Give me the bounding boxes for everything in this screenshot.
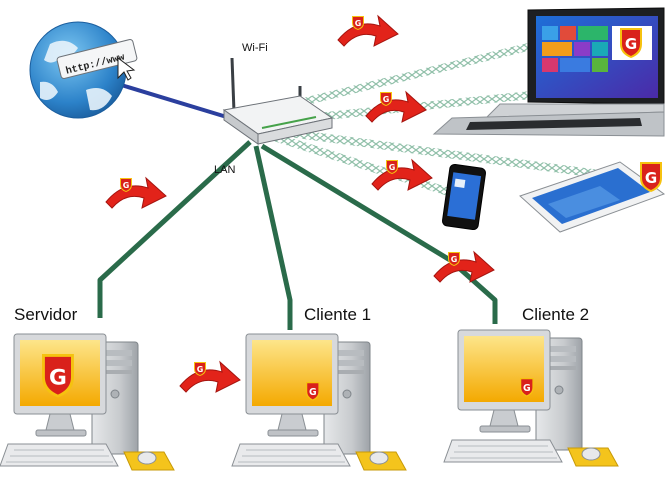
lan-cable-cliente-1 xyxy=(253,145,293,330)
globe-icon: http://www xyxy=(29,21,138,119)
desktop-computer-icon xyxy=(443,329,619,467)
arrow-icon xyxy=(179,361,241,393)
lan-cable-servidor xyxy=(97,140,252,318)
smartphone-icon xyxy=(442,163,486,231)
wifi-signal-phone xyxy=(264,130,450,196)
laptop-icon xyxy=(432,7,665,137)
cliente-2-label: Cliente 2 xyxy=(522,305,590,324)
arrow-icon xyxy=(365,91,427,123)
lan-cables xyxy=(97,140,498,330)
router-icon xyxy=(222,57,334,145)
wifi-signal-laptop-upper xyxy=(262,40,540,116)
desktop-computer-icon xyxy=(0,333,175,471)
wifi-label: Wi-Fi xyxy=(242,42,268,54)
arrow-icon xyxy=(105,177,167,209)
desktop-computer-servidor xyxy=(0,333,175,471)
desktop-computer-icon xyxy=(231,333,407,471)
wan-cable xyxy=(117,82,231,120)
servidor-label: Servidor xyxy=(14,305,78,324)
desktop-computer-cliente-1 xyxy=(231,333,407,471)
cliente-1-label: Cliente 1 xyxy=(304,305,372,324)
tablet-icon xyxy=(519,161,666,233)
lan-label: LAN xyxy=(214,164,236,176)
desktop-computer-cliente-2 xyxy=(443,329,619,467)
arrow-icon xyxy=(337,15,399,47)
wifi-signal-tablet xyxy=(266,126,600,178)
